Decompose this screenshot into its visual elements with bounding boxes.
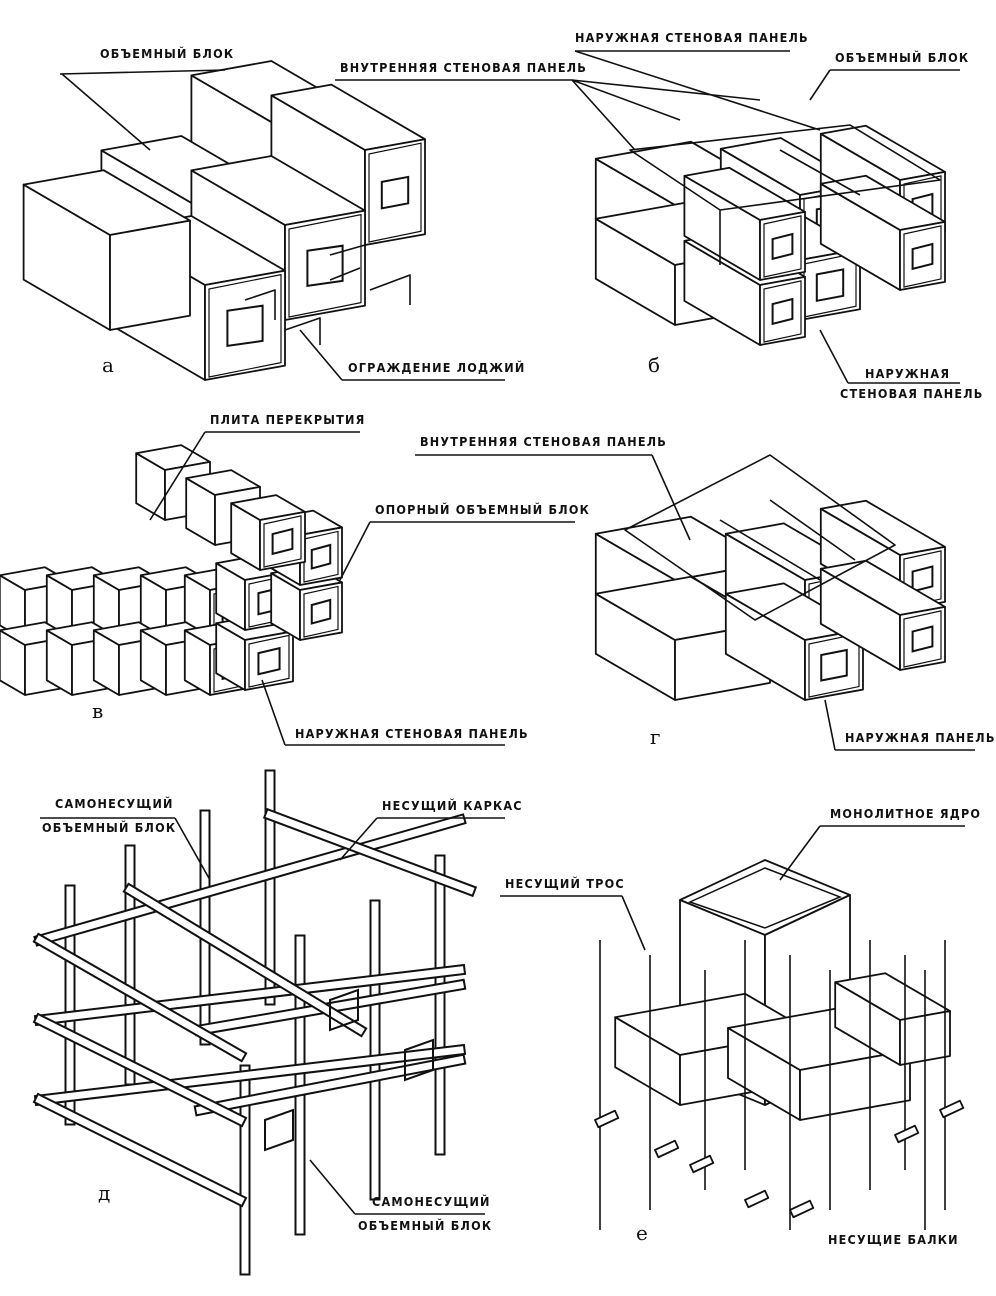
leader-underline bbox=[59, 69, 226, 75]
bearing-beam bbox=[689, 1154, 715, 1174]
window-opening bbox=[771, 232, 794, 261]
leader-line bbox=[61, 73, 151, 151]
figure-letter-b: б bbox=[648, 353, 660, 377]
label-d-selfbearing2-line1: САМОНЕСУЩИЙ bbox=[372, 1194, 491, 1209]
label-e-bearing-cable: НЕСУЩИЙ ТРОС bbox=[505, 876, 625, 891]
label-e-bearing-beams: НЕСУЩИЕ БАЛКИ bbox=[828, 1232, 959, 1247]
label-e-monolithic-core: МОНОЛИТНОЕ ЯДРО bbox=[830, 806, 981, 821]
figure-e bbox=[594, 859, 965, 1230]
label-v-floor-slab: ПЛИТА ПЕРЕКРЫТИЯ bbox=[210, 412, 366, 427]
window-opening bbox=[310, 543, 332, 570]
leader-line bbox=[309, 1159, 485, 1215]
self-bearing-block bbox=[834, 972, 951, 1066]
bearing-beam bbox=[939, 1099, 965, 1119]
volume-block bbox=[230, 494, 306, 571]
window-opening bbox=[226, 304, 264, 348]
window-opening bbox=[771, 297, 794, 326]
label-d-bearing-frame: НЕСУЩИЙ КАРКАС bbox=[382, 798, 523, 813]
figure-b bbox=[594, 124, 946, 346]
label-v-support-block: ОПОРНЫЙ ОБЪЕМНЫЙ БЛОК bbox=[375, 502, 590, 517]
label-b-inner-wall-panel: ВНУТРЕННЯЯ СТЕНОВАЯ ПАНЕЛЬ bbox=[340, 60, 587, 75]
leader-line bbox=[299, 329, 343, 381]
figure-g bbox=[594, 454, 946, 701]
window-opening bbox=[264, 1108, 294, 1152]
leader-line bbox=[574, 50, 821, 131]
loggia-fence bbox=[244, 244, 411, 345]
leader-line bbox=[339, 817, 505, 861]
figure-letter-e: е bbox=[636, 1221, 648, 1245]
leader-line bbox=[500, 895, 646, 951]
leader-line bbox=[40, 817, 211, 881]
figure-v bbox=[0, 444, 343, 696]
leader-line bbox=[415, 454, 691, 541]
label-b-outer-line2: СТЕНОВАЯ ПАНЕЛЬ bbox=[840, 386, 984, 401]
label-d-selfbearing-line2: ОБЪЕМНЫЙ БЛОК bbox=[42, 820, 176, 835]
window-opening bbox=[380, 175, 410, 210]
figure-a bbox=[22, 60, 426, 381]
leader-line bbox=[261, 679, 505, 746]
window-opening bbox=[271, 527, 294, 556]
volume-block bbox=[819, 559, 946, 671]
leader-line bbox=[149, 431, 360, 521]
label-a-volume-block: ОБЪЕМНЫЙ БЛОК bbox=[100, 46, 234, 61]
figure-letter-d: д bbox=[98, 1181, 110, 1205]
volume-block bbox=[683, 166, 806, 281]
window-opening bbox=[820, 648, 848, 682]
label-b-volume-block: ОБЪЕМНЫЙ БЛОК bbox=[835, 50, 969, 65]
label-d-selfbearing2-line2: ОБЪЕМНЫЙ БЛОК bbox=[358, 1218, 492, 1233]
label-a-loggia-fence: ОГРАЖДЕНИЕ ЛОДЖИЙ bbox=[348, 360, 525, 375]
open-module-top bbox=[624, 454, 896, 621]
leader-line bbox=[779, 825, 965, 881]
window-opening bbox=[257, 646, 281, 676]
label-b-outer-line1: НАРУЖНАЯ bbox=[865, 366, 950, 381]
bearing-beam bbox=[744, 1189, 770, 1209]
window-opening bbox=[911, 565, 934, 593]
window-opening bbox=[404, 1038, 434, 1082]
window-opening bbox=[329, 988, 359, 1032]
window-opening bbox=[306, 244, 344, 288]
window-opening bbox=[815, 268, 845, 303]
leader-line bbox=[809, 69, 960, 101]
bearing-beam bbox=[594, 1109, 620, 1129]
volume-block bbox=[22, 169, 191, 331]
bearing-beam bbox=[789, 1199, 815, 1219]
volume-block bbox=[270, 564, 343, 641]
label-b-outer-wall-panel: НАРУЖНАЯ СТЕНОВАЯ ПАНЕЛЬ bbox=[575, 30, 809, 45]
volume-block bbox=[819, 174, 946, 291]
open-module-top bbox=[629, 124, 941, 265]
label-v-outer-wall-panel: НАРУЖНАЯ СТЕНОВАЯ ПАНЕЛЬ bbox=[295, 726, 529, 741]
window-opening bbox=[911, 625, 934, 653]
leader-line bbox=[824, 699, 975, 751]
leader-line bbox=[339, 521, 575, 581]
window-opening bbox=[911, 242, 934, 271]
figure-letter-a: а bbox=[102, 353, 114, 377]
label-g-inner-wall-panel: ВНУТРЕННЯЯ СТЕНОВАЯ ПАНЕЛЬ bbox=[420, 434, 667, 449]
bearing-beam bbox=[654, 1139, 680, 1159]
bearing-beam bbox=[894, 1124, 920, 1144]
label-g-outer-panel: НАРУЖНАЯ ПАНЕЛЬ bbox=[845, 730, 996, 745]
figure-letter-g: г bbox=[650, 725, 660, 749]
label-d-selfbearing-line1: САМОНЕСУЩИЙ bbox=[55, 796, 174, 811]
leader-line bbox=[819, 329, 960, 384]
figure-d bbox=[32, 769, 478, 1276]
leader-lines bbox=[571, 79, 761, 151]
figure-letter-v: в bbox=[92, 699, 103, 723]
window-opening bbox=[310, 598, 332, 625]
